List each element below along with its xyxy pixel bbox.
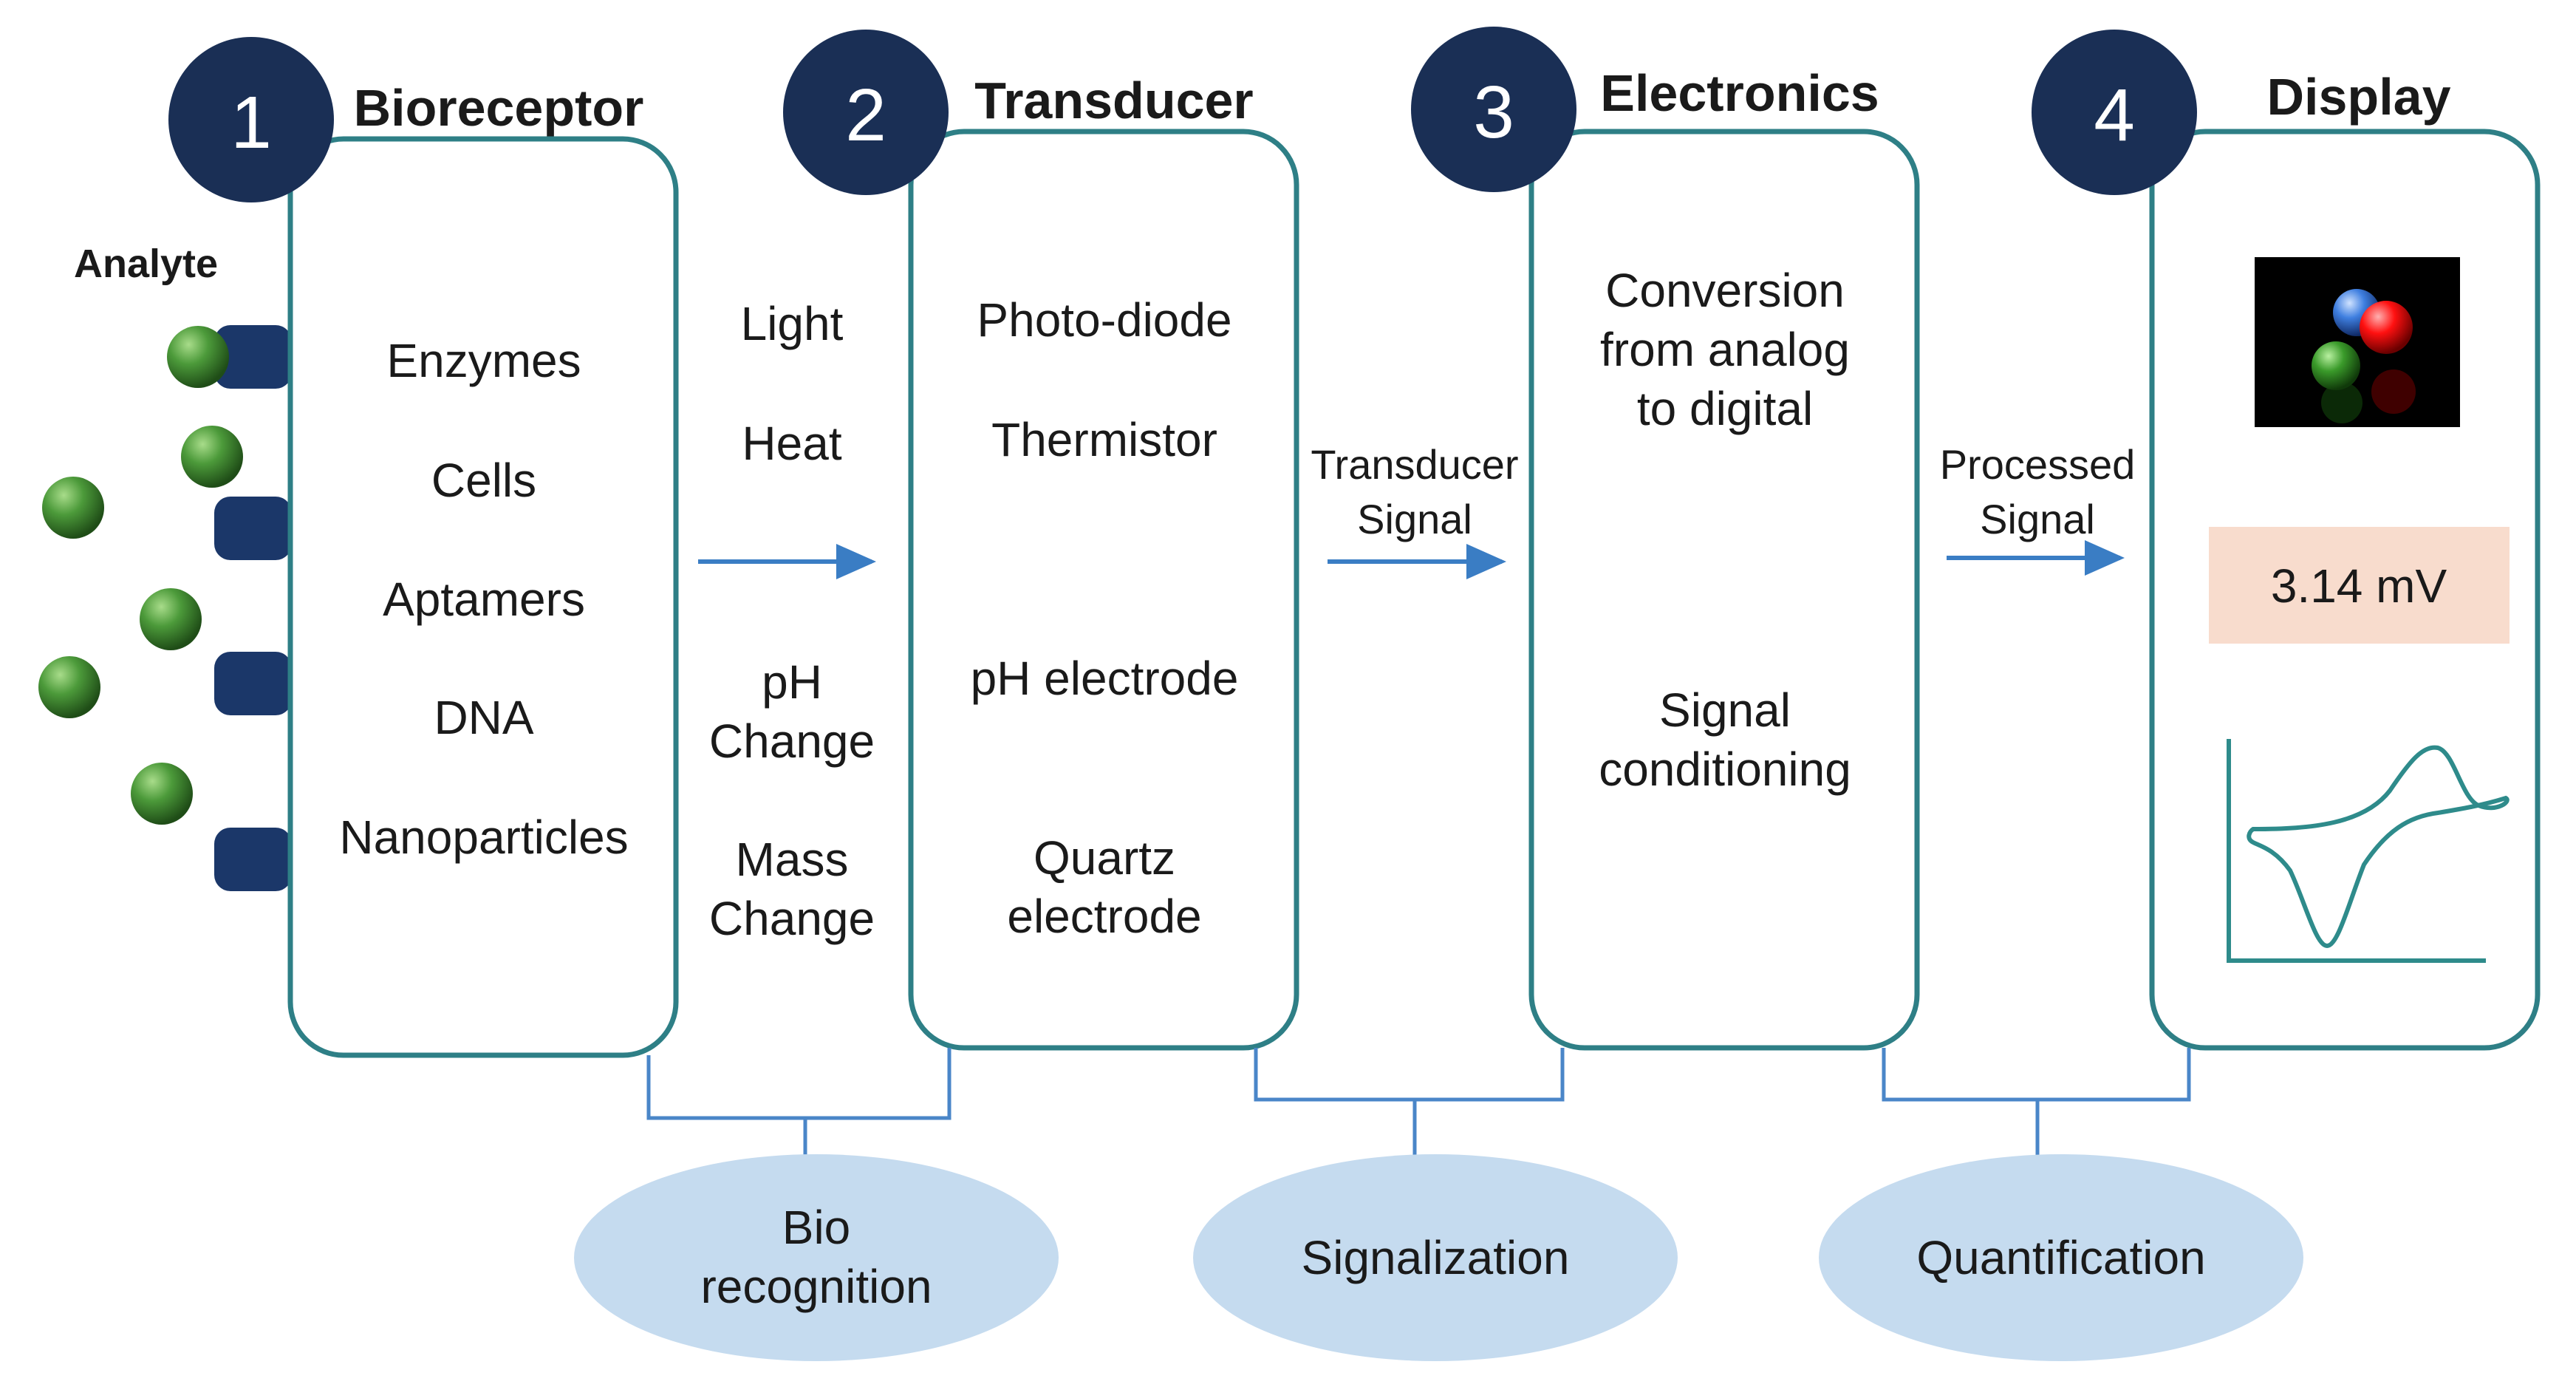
phase-quantification [1819, 1154, 2303, 1361]
phase-biorecognition-label-2: recognition [700, 1260, 932, 1313]
electronics-item: Conversion [1605, 264, 1845, 317]
voltammogram-plot [2227, 739, 2510, 963]
display-title: Display [2267, 68, 2451, 126]
transducer-title: Transducer [974, 72, 1253, 129]
electronics-title: Electronics [1600, 64, 1879, 122]
receptor-1 [214, 325, 292, 389]
analyte-molecule [167, 326, 229, 388]
readout-value: 3.14 mV [2271, 559, 2447, 613]
phase-biorecognition-label: Bio [782, 1201, 851, 1254]
analyte-molecule [181, 426, 243, 488]
electronics-item: to digital [1637, 382, 1813, 435]
bioreceptor-item: Aptamers [383, 573, 585, 626]
signal-type-mass-change: Change [709, 892, 875, 945]
badge-1: 1 [168, 37, 334, 202]
analyte-molecule [42, 477, 104, 539]
analyte-label: Analyte [74, 242, 218, 286]
bioreceptor-item: Cells [431, 454, 536, 507]
signal-type-mass: Mass [736, 833, 849, 886]
svg-text:2: 2 [845, 74, 886, 157]
readout-box [2209, 527, 2510, 644]
badge-4: 4 [2032, 30, 2197, 195]
analyte-receptors [214, 325, 292, 891]
bioreceptor-item: DNA [434, 691, 533, 744]
electronics-item: Signal [1659, 684, 1791, 737]
transducer-item: pH electrode [971, 652, 1239, 705]
electronics-item: conditioning [1599, 743, 1851, 796]
signal-type-ph-change: Change [709, 715, 875, 768]
bioreceptor-box [287, 136, 679, 1058]
signal-type-light: Light [741, 297, 844, 350]
signal-type-ph: pH [762, 655, 822, 709]
transducer-signal-label: Transducer [1311, 441, 1518, 488]
electronics-box [1528, 129, 1920, 1051]
electronics-item: from analog [1600, 323, 1850, 376]
analyte-molecule [140, 588, 202, 650]
transducer-signal-label-2: Signal [1357, 496, 1472, 542]
connector-quantification [1882, 1048, 2191, 1159]
bioreceptor-item: Enzymes [386, 334, 581, 387]
signal-type-heat: Heat [742, 417, 841, 470]
connector-biorecognition [646, 1048, 952, 1159]
receptor-3 [214, 652, 292, 715]
phase-biorecognition [574, 1154, 1059, 1361]
svg-text:1: 1 [230, 81, 272, 164]
svg-text:4: 4 [2094, 74, 2135, 157]
phase-signalization [1193, 1154, 1678, 1361]
bioreceptor-item: Nanoparticles [339, 811, 628, 864]
svg-text:3: 3 [1473, 71, 1514, 154]
connector-signalization [1254, 1048, 1565, 1159]
phase-quantification-label: Quantification [1916, 1231, 2205, 1284]
bioreceptor-title: Bioreceptor [354, 79, 644, 137]
transducer-item: Thermistor [991, 413, 1217, 466]
transducer-box [908, 129, 1299, 1051]
transducer-item: Photo-diode [977, 293, 1231, 347]
receptor-4 [214, 828, 292, 891]
badge-2: 2 [783, 30, 949, 195]
processed-signal-label-2: Signal [1980, 496, 2095, 542]
analyte-molecules [38, 326, 243, 825]
analyte-molecule [131, 763, 193, 825]
transducer-item: Quartz [1034, 831, 1175, 885]
transducer-item: electrode [1007, 890, 1201, 943]
badge-3: 3 [1411, 27, 1576, 192]
rgb-led-image [2255, 257, 2460, 427]
receptor-2 [214, 497, 292, 560]
processed-signal-label: Processed [1940, 441, 2136, 488]
analyte-molecule [38, 656, 100, 718]
phase-signalization-label: Signalization [1302, 1231, 1570, 1284]
